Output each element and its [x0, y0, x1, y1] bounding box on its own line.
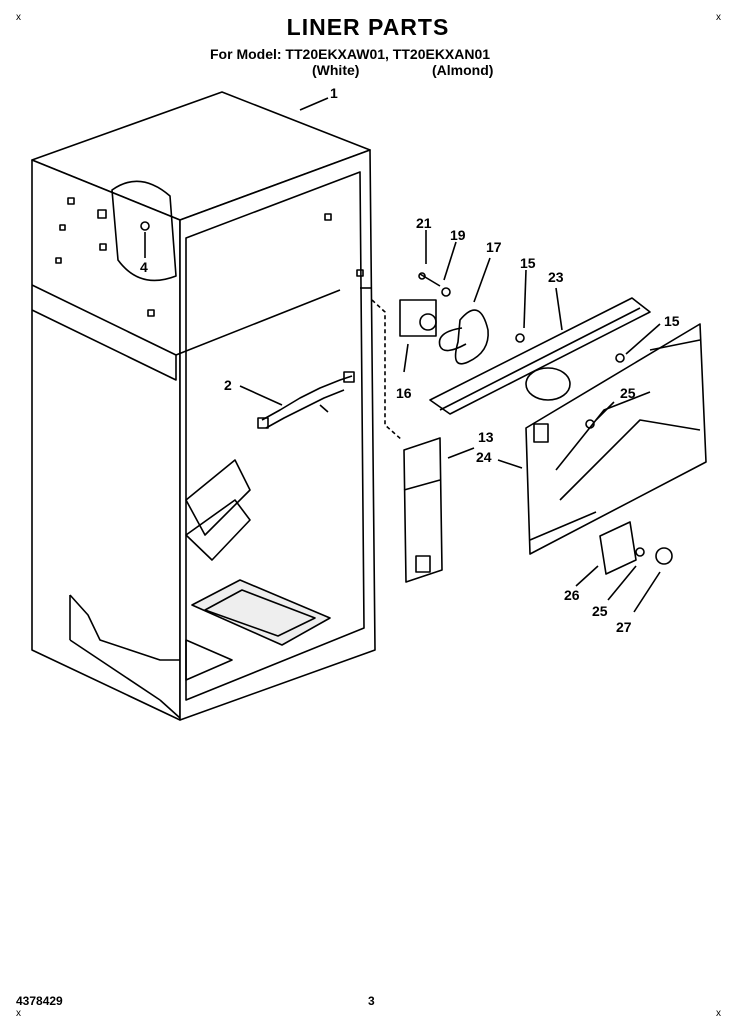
model-line: For Model: TT20EKXAW01, TT20EKXAN01	[210, 46, 491, 62]
corner-mark-bottom-left: x	[16, 1008, 21, 1019]
callout-4: 4	[140, 259, 148, 275]
callout-23: 23	[548, 269, 564, 285]
variant-white: (White)	[312, 62, 360, 78]
callout-24: 24	[476, 449, 492, 465]
callout-19: 19	[450, 227, 466, 243]
corner-mark-top-left: x	[16, 12, 21, 23]
callout-2: 2	[224, 377, 232, 393]
fan-motor-assembly	[399, 272, 489, 373]
callout-25-upper: 25	[620, 385, 636, 401]
callout-16: 16	[396, 385, 412, 401]
callout-17: 17	[486, 239, 502, 255]
variant-almond: (Almond)	[432, 62, 494, 78]
knob-assembly	[599, 521, 673, 575]
liner-cabinet	[31, 91, 376, 721]
callout-13: 13	[478, 429, 494, 445]
part-number: 4378429	[16, 994, 63, 1008]
part-23-vent-rail	[429, 297, 651, 415]
callout-21: 21	[416, 215, 432, 231]
page-number: 3	[368, 994, 375, 1008]
callout-15-right: 15	[664, 313, 680, 329]
part-13-cover	[403, 437, 443, 583]
callout-26: 26	[564, 587, 580, 603]
page-title: LINER PARTS	[286, 14, 450, 40]
wiring-harness	[257, 371, 355, 429]
corner-mark-bottom-right: x	[716, 1008, 721, 1019]
part-24-back-panel	[525, 323, 707, 555]
callout-15-top: 15	[520, 255, 536, 271]
callout-1: 1	[330, 85, 338, 101]
callout-27: 27	[616, 619, 632, 635]
callout-25-lower: 25	[592, 603, 608, 619]
corner-mark-top-right: x	[716, 12, 721, 23]
